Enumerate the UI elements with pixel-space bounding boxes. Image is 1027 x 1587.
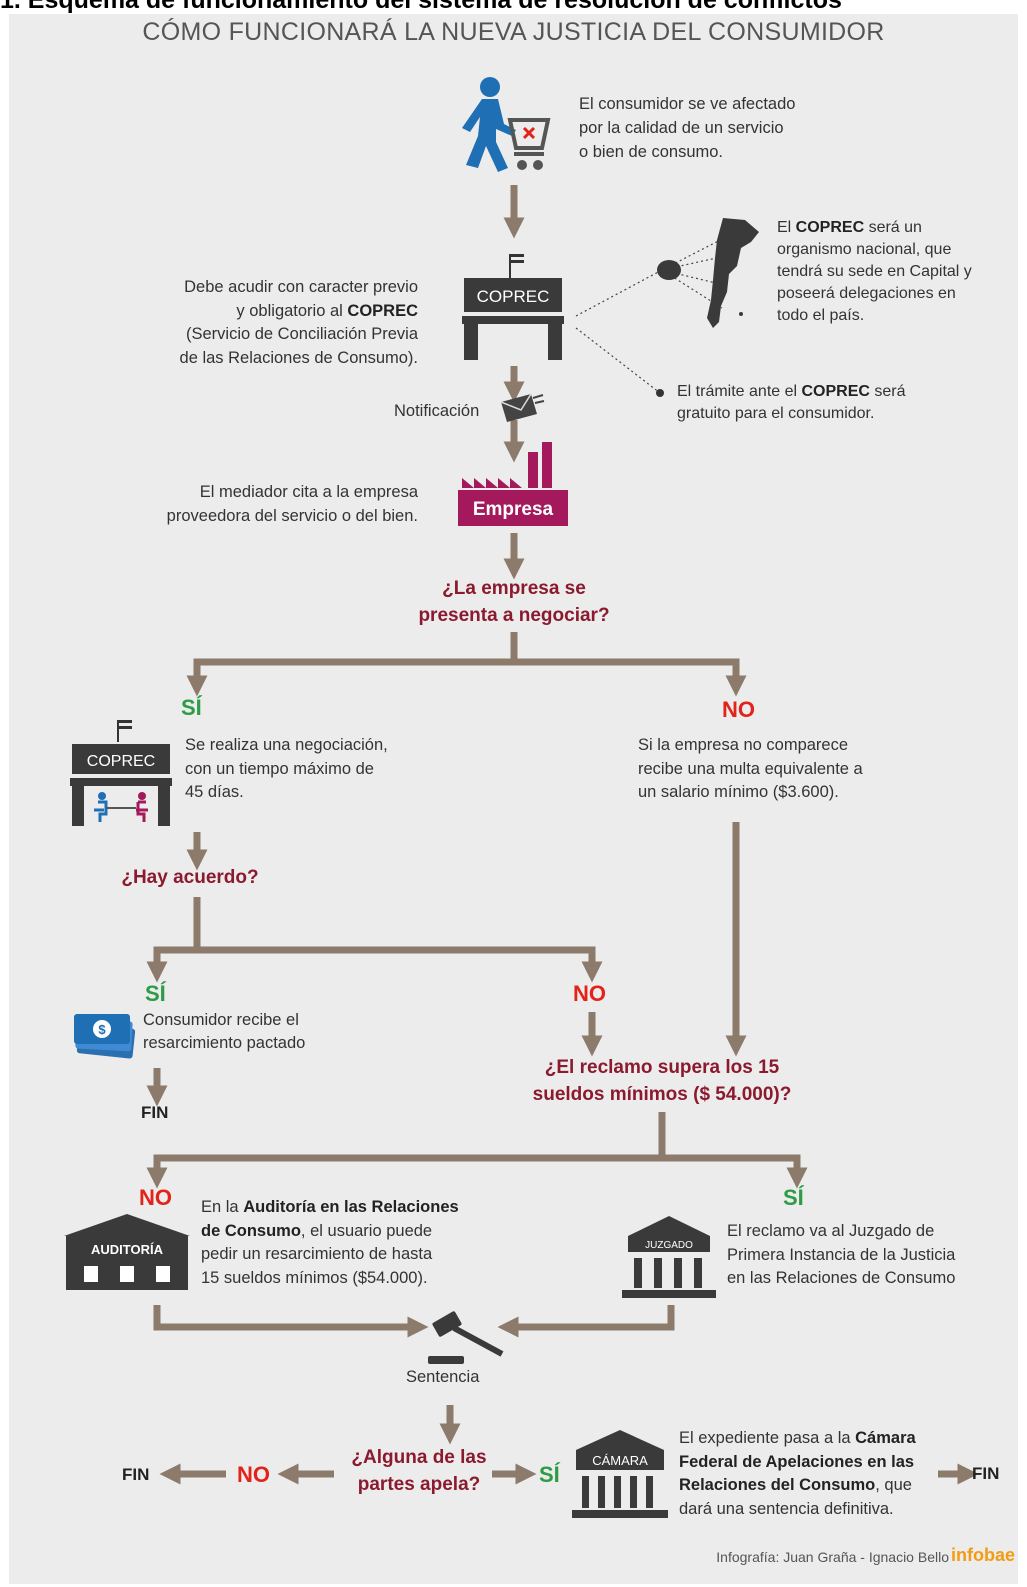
question-3-line-2: sueldos mínimos ($ 54.000)? — [532, 1084, 792, 1105]
coprec-left-3: (Servicio de Conciliación Previa — [185, 325, 418, 343]
q2-yes-label: SÍ — [145, 981, 166, 1006]
question-4-line-1: ¿Alguna de las — [351, 1447, 487, 1468]
branch-q2-no — [197, 946, 603, 983]
negotiation-text-1: Se realiza una negociación, — [185, 736, 388, 754]
camara-building-icon: CÁMARA — [572, 1430, 668, 1518]
empresa-label: Empresa — [473, 499, 554, 520]
coprec-free-2: gratuito para el consumidor. — [677, 405, 875, 422]
notification-label: Notificación — [394, 402, 480, 420]
audit-text-2: de Consumo, el usuario puede — [201, 1222, 433, 1240]
coprec-left-2: y obligatorio al COPREC — [236, 302, 418, 320]
branch-q1-yes — [186, 632, 518, 697]
coprec-left-4: de las Relaciones de Consumo). — [179, 349, 418, 367]
juzgado-label: JUZGADO — [645, 1240, 693, 1251]
infographic-title: CÓMO FUNCIONARÁ LA NUEVA JUSTICIA DEL CO… — [142, 18, 885, 46]
fin-after-no-appeal: FIN — [122, 1465, 150, 1484]
coprec-label: COPREC — [477, 287, 550, 306]
fin-after-chamber: FIN — [972, 1464, 1000, 1483]
q1-yes-label: SÍ — [181, 695, 202, 720]
q3-no-label: NO — [139, 1185, 172, 1210]
court-text-1: El reclamo va al Juzgado de — [727, 1222, 935, 1240]
coprec-map-3: tendrá su sede en Capital y — [777, 263, 972, 280]
coprec-building-icon: COPREC — [462, 254, 564, 360]
page-header: 1. Esquema de funcionamiento del sistema… — [0, 0, 842, 14]
coprec-map-1: El COPREC será un — [777, 219, 922, 236]
chamber-text-3: Relaciones del Consumo, que — [679, 1476, 912, 1494]
mediator-text-1: El mediador cita a la empresa — [199, 483, 418, 501]
question-1-line-1: ¿La empresa se — [442, 578, 586, 599]
refund-text-1: Consumidor recibe el — [143, 1011, 299, 1029]
question-3-line-1: ¿El reclamo supera los 15 — [544, 1057, 780, 1078]
brand-logo: infobae — [950, 1545, 1015, 1565]
court-text-3: en las Relaciones de Consumo — [727, 1269, 956, 1287]
sentence-label: Sentencia — [406, 1368, 480, 1386]
money-icon: $ — [74, 1014, 136, 1059]
court-text-2: Primera Instancia de la Justicia — [727, 1246, 956, 1264]
consumer-text-3: o bien de consumo. — [579, 143, 724, 161]
money-symbol: $ — [98, 1022, 106, 1037]
audit-text-3: pedir un resarcimiento de hasta — [201, 1245, 433, 1263]
negotiation-text-2: con un tiempo máximo de — [185, 760, 374, 778]
coprec-free-1: El trámite ante el COPREC será — [677, 383, 906, 400]
audit-text-1: En la Auditoría en las Relaciones — [201, 1198, 459, 1216]
branch-q2-yes — [146, 897, 201, 983]
branch-q3-no — [146, 1112, 666, 1189]
refund-text-2: resarcimiento pactado — [143, 1034, 306, 1052]
consumer-text-1: El consumidor se ve afectado — [579, 95, 796, 113]
negotiation-coprec-label: COPREC — [87, 753, 155, 770]
coprec-map-5: todo el país. — [777, 307, 865, 324]
bullet-dot — [656, 389, 664, 397]
fine-text-3: un salario mínimo ($3.600). — [638, 783, 839, 801]
fin-after-refund: FIN — [141, 1103, 169, 1122]
question-4-line-2: partes apela? — [357, 1474, 481, 1495]
consumer-text-2: por la calidad de un servicio — [579, 119, 784, 137]
coprec-left-1: Debe acudir con caracter previo — [184, 278, 418, 296]
negotiation-icon: COPREC — [70, 720, 172, 826]
chamber-text-1: El expediente pasa a la Cámara — [679, 1429, 916, 1447]
q2-no-label: NO — [573, 981, 606, 1006]
coprec-map-4: poseerá delegaciones en — [777, 285, 956, 302]
coprec-map-2: organismo nacional, que — [777, 241, 952, 258]
q4-yes-label: SÍ — [539, 1462, 560, 1487]
arrow-court-sentence — [497, 1305, 675, 1338]
fine-text-2: recibe una multa equivalente a — [638, 760, 863, 778]
auditoria-building-icon: AUDITORÍA — [64, 1214, 190, 1290]
branch-q3-yes — [662, 1154, 808, 1189]
q4-no-label: NO — [237, 1462, 270, 1487]
chamber-text-4: dará una sentencia definitiva. — [679, 1500, 894, 1518]
mediator-text-2: proveedora del servicio o del bien. — [166, 507, 418, 525]
chamber-text-2: Federal de Apelaciones en las — [679, 1453, 915, 1471]
fine-text-1: Si la empresa no comparece — [638, 736, 849, 754]
factory-icon: Empresa — [458, 442, 568, 526]
q1-no-label: NO — [722, 697, 755, 722]
gavel-icon — [428, 1311, 504, 1364]
q3-yes-label: SÍ — [783, 1185, 804, 1210]
shopping-cart-person-icon — [462, 77, 551, 172]
negotiation-text-3: 45 días. — [185, 783, 244, 801]
envelope-icon — [500, 393, 545, 422]
auditoria-label: AUDITORÍA — [91, 1242, 164, 1257]
credit-line: Infografía: Juan Graña - Ignacio Bello — [716, 1549, 949, 1565]
arrow-audit-sentence — [153, 1305, 429, 1338]
camara-label: CÁMARA — [592, 1453, 648, 1468]
audit-text-4: 15 sueldos mínimos ($54.000). — [201, 1269, 428, 1287]
branch-q1-no — [514, 658, 747, 697]
question-2: ¿Hay acuerdo? — [121, 867, 259, 888]
argentina-map-icon — [657, 218, 759, 328]
question-1-line-2: presenta a negociar? — [418, 605, 610, 626]
juzgado-building-icon: JUZGADO — [622, 1216, 716, 1298]
